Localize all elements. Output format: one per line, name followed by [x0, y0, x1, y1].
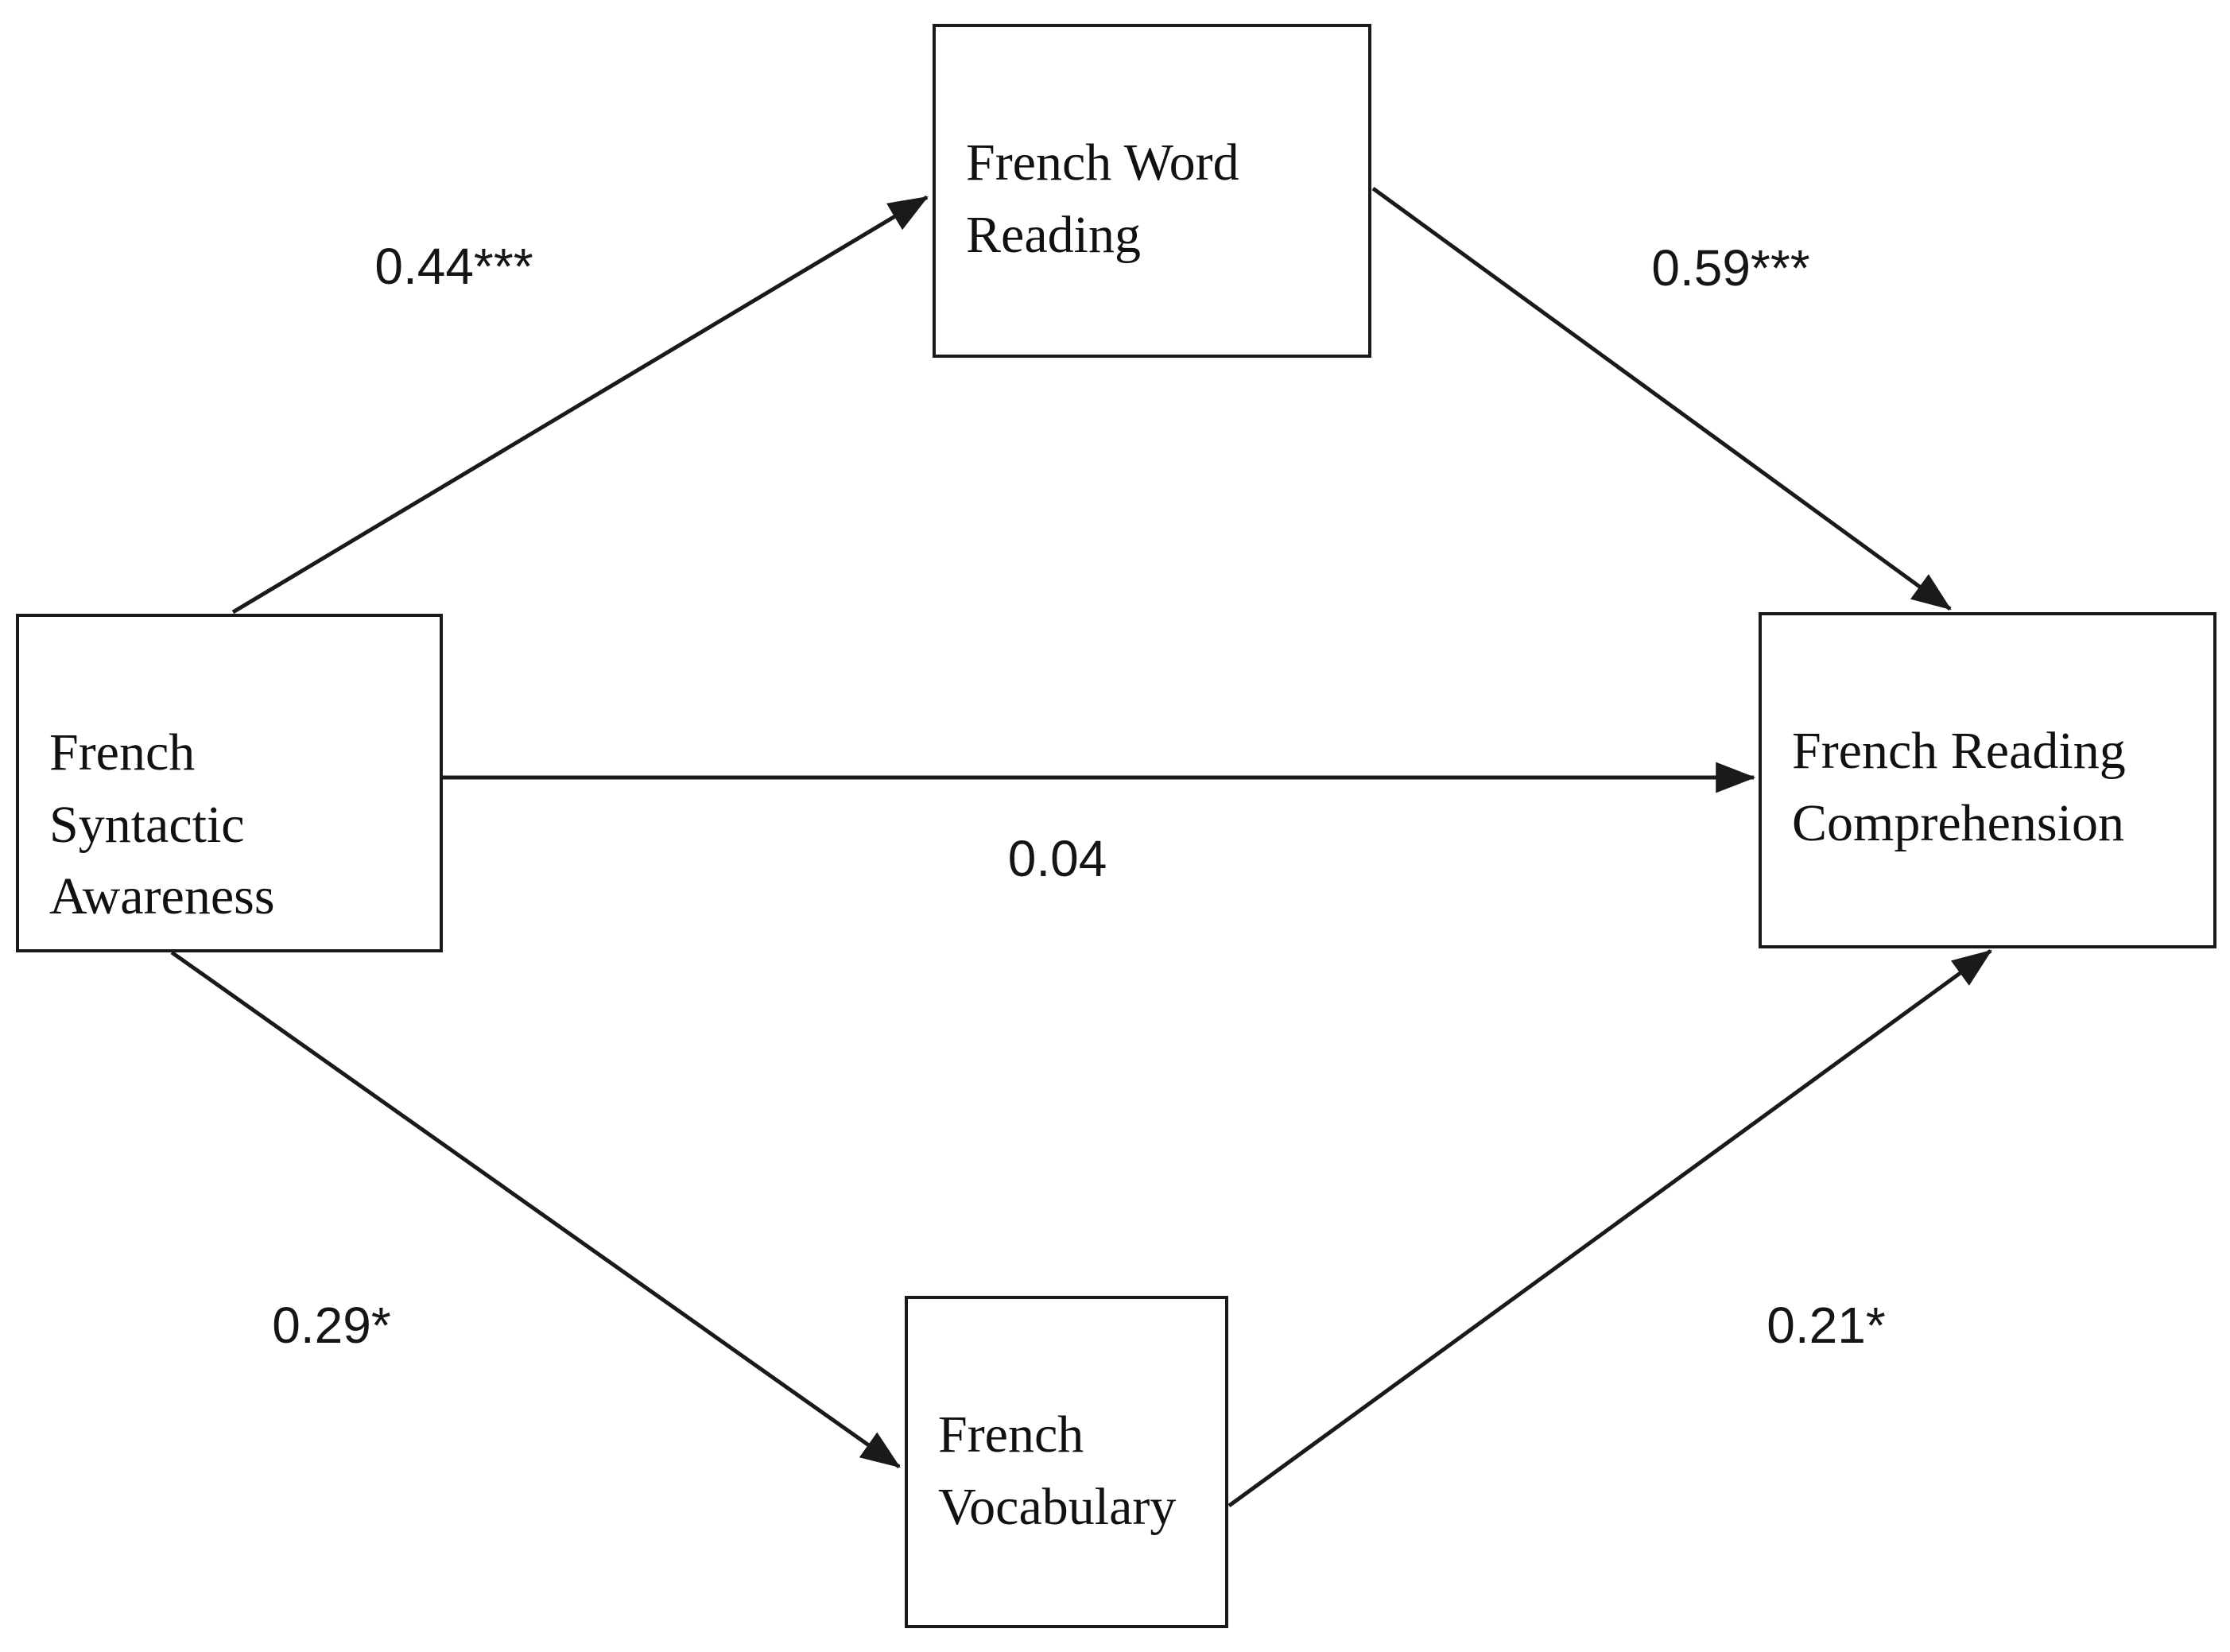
coefficient-word-reading-to-reading-comprehension: 0.59***: [1651, 239, 1810, 297]
node-french-word-reading-label: French Word Reading: [966, 134, 1239, 264]
arrow-syntactic-to-word-reading: [231, 195, 929, 615]
coefficient-syntactic-to-word-reading: 0.44***: [374, 238, 533, 295]
node-french-word-reading: French Word Reading: [933, 24, 1371, 358]
arrow-vocabulary-to-reading-comprehension: [1227, 948, 1992, 1508]
arrow-word-reading-to-reading-comprehension: [1371, 186, 1952, 611]
arrow-syntactic-to-vocabulary: [170, 950, 901, 1469]
node-french-reading-comprehension-label: French Reading Comprehension: [1792, 722, 2126, 852]
coefficient-syntactic-to-reading-comprehension: 0.04: [1007, 830, 1107, 887]
node-french-vocabulary: French Vocabulary: [905, 1296, 1228, 1628]
coefficient-syntactic-to-vocabulary: 0.29*: [272, 1297, 391, 1354]
coefficient-vocabulary-to-reading-comprehension: 0.21*: [1767, 1297, 1886, 1354]
node-french-vocabulary-label: French Vocabulary: [938, 1406, 1177, 1536]
node-french-syntactic-awareness-label: French Syntactic Awareness: [49, 723, 275, 926]
node-french-reading-comprehension: French Reading Comprehension: [1759, 612, 2216, 948]
node-french-syntactic-awareness: French Syntactic Awareness: [16, 614, 443, 952]
